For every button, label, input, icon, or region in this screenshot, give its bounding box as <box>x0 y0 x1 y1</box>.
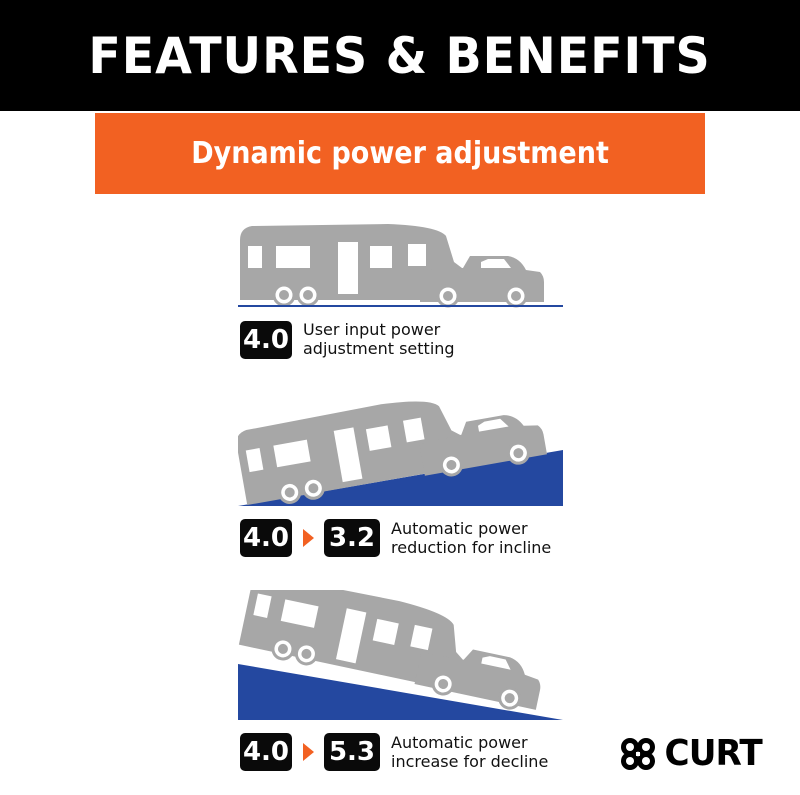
caption-line: User input power <box>303 320 441 339</box>
caption-line: Automatic power <box>391 733 528 752</box>
curt-logo: CURT <box>618 733 764 774</box>
curt-clover-icon <box>621 737 655 770</box>
feature-title: Dynamic power adjustment <box>191 136 609 171</box>
power-setting-badge: 4.0 <box>240 519 292 557</box>
adjusted-power-badge: 3.2 <box>324 519 380 557</box>
panel-caption: User input power adjustment setting <box>303 320 455 358</box>
level-road-illustration <box>238 224 563 308</box>
incline-road-illustration <box>238 401 563 506</box>
panel-caption: Automatic power increase for decline <box>391 733 548 771</box>
page-title: FEATURES & BENEFITS <box>88 26 712 85</box>
feature-banner: Dynamic power adjustment <box>95 113 705 194</box>
power-setting-badge: 4.0 <box>240 733 292 771</box>
decline-road-illustration <box>238 590 563 720</box>
header-bar: FEATURES & BENEFITS <box>0 0 800 111</box>
caption-line: increase for decline <box>391 752 549 771</box>
arrow-right-icon <box>303 743 314 761</box>
caption-line: adjustment setting <box>303 339 455 358</box>
panel-caption: Automatic power reduction for incline <box>391 519 551 557</box>
arrow-right-icon <box>303 529 314 547</box>
caption-line: reduction for incline <box>391 538 552 557</box>
brand-name: CURT <box>664 733 763 774</box>
caption-line: Automatic power <box>391 519 528 538</box>
power-setting-badge: 4.0 <box>240 321 292 359</box>
adjusted-power-badge: 5.3 <box>324 733 380 771</box>
